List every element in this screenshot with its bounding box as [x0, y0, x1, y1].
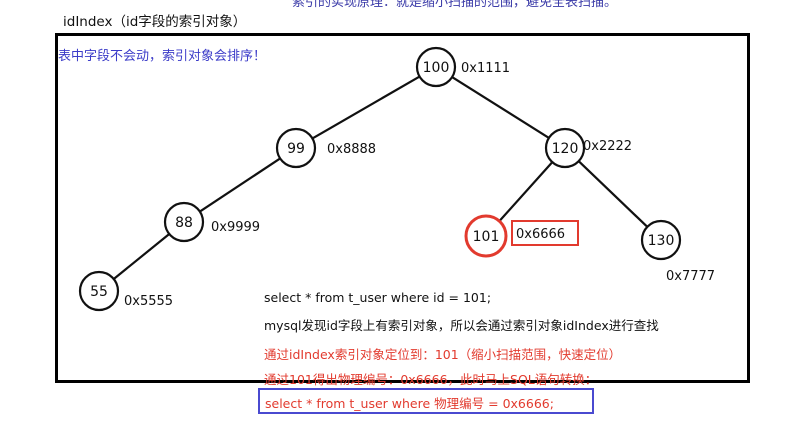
diagram-title: idIndex（id字段的索引对象） — [63, 14, 247, 30]
converted-sql-text: select * from t_user where 物理编号 = 0x6666… — [265, 396, 554, 411]
tree-edge-120-130 — [577, 160, 649, 228]
diagram-frame — [55, 33, 750, 383]
node-address-101: 0x6666 — [516, 227, 565, 242]
tree-node-101 — [464, 214, 508, 258]
tree-node-label-99: 99 — [287, 141, 305, 157]
tree-node-label-55: 55 — [90, 284, 108, 300]
tree-edge-120-101 — [498, 161, 554, 222]
tree-node-55 — [78, 270, 120, 312]
physical-address-note: 通过101得出物理编号：0x6666，此时马上SQL语句转换： — [264, 372, 598, 387]
node-address-99: 0x8888 — [327, 142, 376, 157]
converted-sql-box — [258, 388, 594, 414]
top-note: 索引的实现原理：就是缩小扫描的范围，避免全表扫描。 — [292, 0, 618, 10]
tree-node-99 — [275, 127, 317, 169]
tree-node-120 — [544, 127, 586, 169]
node-address-120: 0x2222 — [583, 139, 632, 154]
tree-node-label-88: 88 — [175, 215, 193, 231]
tree-node-label-130: 130 — [648, 233, 675, 249]
tree-node-88 — [163, 201, 205, 243]
tree-node-label-100: 100 — [423, 60, 450, 76]
tree-node-label-120: 120 — [552, 141, 579, 157]
node-address-100: 0x1111 — [461, 61, 510, 76]
node-address-55: 0x5555 — [124, 294, 173, 309]
tree-edge-99-88 — [199, 157, 281, 213]
address-highlight-box — [511, 220, 579, 246]
tree-node-label-101: 101 — [473, 229, 500, 245]
sql-query-line: select * from t_user where id = 101; — [264, 290, 492, 305]
tree-node-100 — [415, 46, 457, 88]
locate-note: 通过idIndex索引对象定位到：101（缩小扫描范围，快速定位） — [264, 347, 622, 362]
node-address-130: 0x7777 — [666, 269, 715, 284]
tree-edge-100-120 — [451, 76, 550, 139]
index-lookup-note: mysql发现id字段上有索引对象，所以会通过索引对象idIndex进行查找 — [264, 318, 659, 333]
tree-node-130 — [640, 219, 682, 261]
tree-edge-100-99 — [311, 75, 421, 140]
tree-edge-88-55 — [113, 233, 170, 280]
frame-note: 表中字段不会动，索引对象会排序！ — [58, 49, 267, 64]
node-address-88: 0x9999 — [211, 220, 260, 235]
